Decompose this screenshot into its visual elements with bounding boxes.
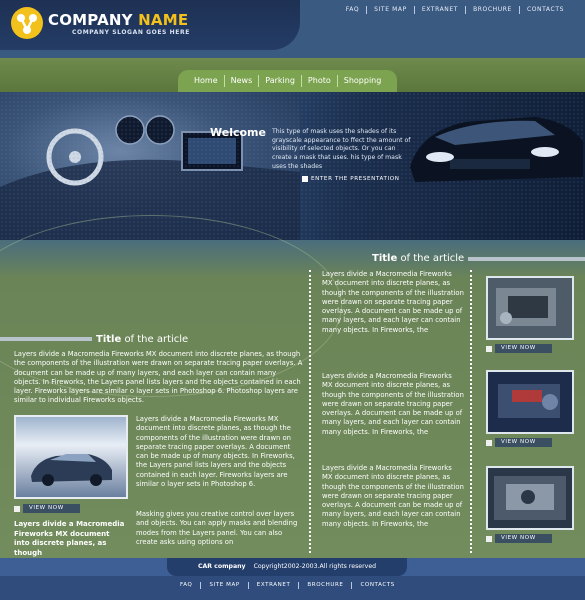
right-article-text-3: Layers divide a Macromedia Fireworks MX … <box>322 464 464 528</box>
top-nav-brochure[interactable]: BROCHURE <box>465 6 519 14</box>
footer-company: CAR company <box>197 563 246 570</box>
logo-area: COMPANY NAME COMPANY SLOGAN GOES HERE <box>0 0 300 50</box>
bottom-nav-faq[interactable]: FAQ <box>180 582 193 588</box>
main-nav-parking[interactable]: Parking <box>258 75 301 87</box>
dotted-separator-right <box>470 270 474 553</box>
top-nav-faq[interactable]: FAQ <box>345 6 360 13</box>
dotted-separator-left <box>309 270 313 553</box>
arrow-square-icon <box>486 439 492 446</box>
enter-presentation-button[interactable]: ENTER THE PRESENTATION <box>302 176 400 182</box>
top-nav-contacts[interactable]: CONTACTS <box>518 6 571 14</box>
header: COMPANY NAME COMPANY SLOGAN GOES HERE FA… <box>0 0 585 58</box>
left-article-body-2: Masking gives you creative control over … <box>136 510 298 546</box>
left-caption: Layers divide a Macromedia Fireworks MX … <box>14 520 125 557</box>
arrow-square-icon <box>486 535 492 542</box>
main-nav-photo[interactable]: Photo <box>300 75 337 87</box>
top-nav-site-map[interactable]: SITE MAP <box>366 6 414 14</box>
right-article-title: Title of the article <box>372 253 464 264</box>
right-article-text-1: Layers divide a Macromedia Fireworks MX … <box>322 270 464 334</box>
left-article-title: Title of the article <box>96 334 188 345</box>
arrow-square-icon <box>302 176 308 182</box>
left-title-bold: Title <box>96 334 122 345</box>
bottom-nav: FAQ SITE MAP EXTRANET BROCHURE CONTACTS <box>172 582 403 589</box>
main-nav-home[interactable]: Home <box>194 76 218 85</box>
engine-thumbnail-1[interactable] <box>486 276 574 340</box>
bottom-nav-site-map[interactable]: SITE MAP <box>200 582 247 589</box>
car-showroom-thumbnail[interactable] <box>14 415 128 499</box>
footer-copyright-area: CAR company Copyright2002-2003.All right… <box>167 558 407 576</box>
top-nav-extranet[interactable]: EXTRANET <box>413 6 465 14</box>
footer-copyright: Copyright2002-2003.All rights reserved <box>253 563 377 570</box>
main-nav-news[interactable]: News <box>223 75 259 87</box>
welcome-heading: Welcome <box>210 126 266 139</box>
engine-thumbnail-2[interactable] <box>486 370 574 434</box>
bottom-nav-brochure[interactable]: BROCHURE <box>298 582 351 589</box>
welcome-text: This type of mask uses the shades of its… <box>272 128 411 170</box>
view-now-button-1[interactable]: VIEW NOW <box>486 344 552 353</box>
bottom-bar <box>0 576 585 600</box>
top-nav: FAQ SITE MAP EXTRANET BROCHURE CONTACTS <box>339 6 571 14</box>
bottom-nav-extranet[interactable]: EXTRANET <box>247 582 299 589</box>
left-article-lead: Layers divide a Macromedia Fireworks MX … <box>14 350 303 405</box>
view-now-label: VIEW NOW <box>495 438 552 447</box>
company-logo-icon <box>11 7 43 39</box>
left-title-rest: of the article <box>124 334 189 345</box>
arrow-square-icon <box>486 345 492 352</box>
view-now-button-left[interactable]: VIEW NOW <box>14 504 80 513</box>
company-name[interactable]: COMPANY NAME <box>48 11 188 29</box>
arrow-square-icon <box>14 505 20 512</box>
main-nav: Home News Parking Photo Shopping <box>178 70 398 92</box>
enter-presentation-label: ENTER THE PRESENTATION <box>311 176 400 182</box>
engine-thumbnail-3[interactable] <box>486 466 574 530</box>
copyright-line: CAR company Copyright2002-2003.All right… <box>167 558 407 576</box>
view-now-button-3[interactable]: VIEW NOW <box>486 534 552 543</box>
right-article-text-2: Layers divide a Macromedia Fireworks MX … <box>322 372 464 436</box>
bottom-nav-contacts[interactable]: CONTACTS <box>351 582 402 589</box>
company-name-part1: COMPANY <box>48 11 133 29</box>
view-now-label: VIEW NOW <box>495 534 552 543</box>
view-now-label: VIEW NOW <box>23 504 80 513</box>
right-title-bar <box>468 257 585 261</box>
company-slogan: COMPANY SLOGAN GOES HERE <box>72 29 190 36</box>
main-nav-shopping[interactable]: Shopping <box>336 75 388 87</box>
view-now-label: VIEW NOW <box>495 344 552 353</box>
right-title-rest: of the article <box>400 253 465 264</box>
right-title-bold: Title <box>372 253 398 264</box>
left-article-body-1: Layers divide a Macromedia Fireworks MX … <box>136 415 295 489</box>
car-front-image <box>410 117 583 182</box>
left-title-bar <box>0 337 92 341</box>
view-now-button-2[interactable]: VIEW NOW <box>486 438 552 447</box>
company-name-part2: NAME <box>138 11 189 29</box>
